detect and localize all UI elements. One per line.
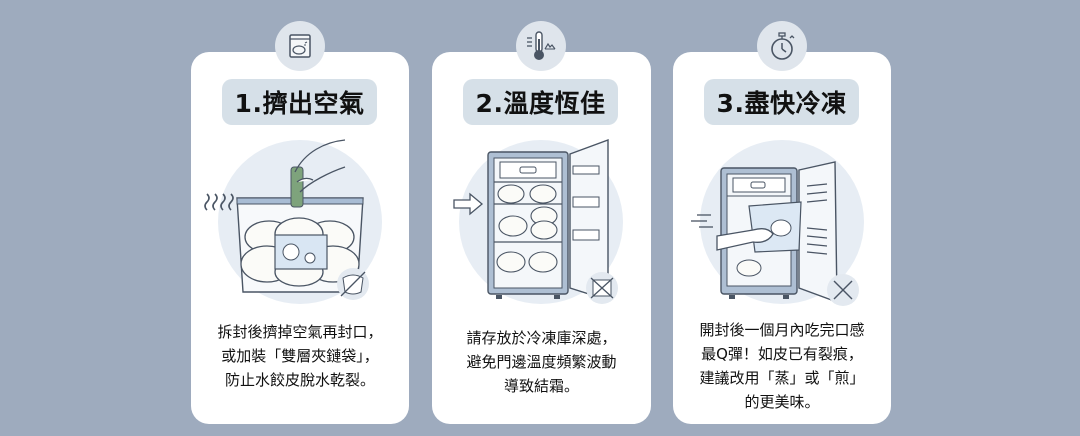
description-line: 拆封後擠掉空氣再封口，: [217, 323, 383, 341]
description-line: 最Q彈！如皮已有裂痕，: [701, 345, 863, 363]
arrow-right-icon: [453, 192, 484, 216]
card-description: 開封後一個月內吃完口感 最Q彈！如皮已有裂痕， 建議改用「蒸」或「煎」 的更美味…: [673, 318, 891, 414]
freezer-hand-illustration: [691, 140, 864, 306]
stopwatch-icon: [771, 32, 795, 60]
tip-card-freeze-quickly: 3.盡快冷凍: [673, 21, 891, 424]
no-air-badge-icon: [337, 268, 369, 300]
squeeze-bag-illustration: [204, 139, 382, 304]
freezer-illustration: [453, 138, 623, 304]
card-title: 1.擠出空氣: [222, 79, 377, 125]
description-line: 導致結霜。: [503, 377, 579, 395]
card-description: 拆封後擠掉空氣再封口， 或加裝「雙層夾鏈袋」， 防止水餃皮脫水乾裂。: [191, 320, 409, 392]
card-title: 2.溫度恆佳: [463, 79, 618, 125]
description-line: 防止水餃皮脫水乾裂。: [224, 371, 375, 389]
description-line: 開封後一個月內吃完口感: [699, 321, 865, 339]
icon-badge: [275, 21, 325, 71]
icon-badge: [516, 21, 566, 71]
card-description: 請存放於冷凍庫深處， 避免門邊溫度頻繁波動 導致結霜。: [432, 326, 651, 398]
icon-badge: [757, 21, 807, 71]
description-line: 的更美味。: [744, 393, 820, 411]
tip-card-squeeze-air: 1.擠出空氣 拆封後擠掉空氣再封口，: [191, 21, 409, 424]
thermometer-icon: [527, 31, 556, 60]
no-badge-icon: [827, 274, 859, 306]
description-line: 請存放於冷凍庫深處，: [466, 329, 617, 347]
zip-bag-icon: [289, 34, 311, 58]
description-line: 或加裝「雙層夾鏈袋」，: [221, 347, 379, 365]
description-line: 建議改用「蒸」或「煎」: [699, 369, 865, 387]
air-wave-icon: [204, 193, 234, 211]
no-door-storage-badge-icon: [586, 272, 618, 304]
card-title: 3.盡快冷凍: [704, 79, 859, 125]
description-line: 避免門邊溫度頻繁波動: [466, 353, 617, 371]
tip-card-stable-temperature: 2.溫度恆佳: [432, 21, 651, 424]
